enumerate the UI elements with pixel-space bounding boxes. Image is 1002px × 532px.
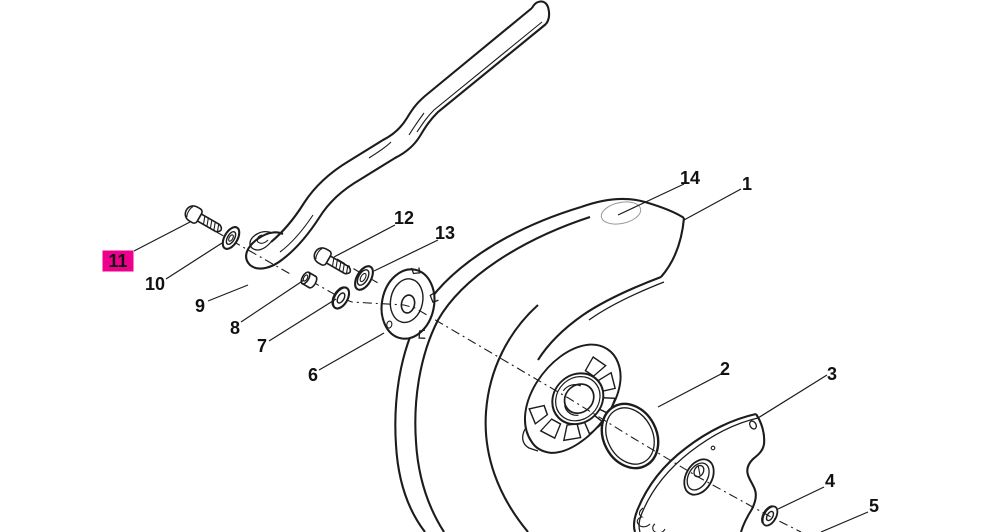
callout-8: 8 bbox=[230, 318, 240, 338]
callout-2: 2 bbox=[720, 359, 730, 379]
oring-inner bbox=[605, 407, 655, 465]
callout-4: 4 bbox=[825, 471, 835, 491]
part-cover-plate bbox=[632, 412, 766, 532]
part-washer-10 bbox=[221, 226, 241, 250]
part-bracket bbox=[245, 0, 551, 270]
callout-14: 14 bbox=[680, 168, 700, 188]
flange-rim-notches bbox=[410, 267, 439, 339]
part-flange-disc bbox=[380, 267, 439, 340]
leader-line-1 bbox=[683, 188, 742, 221]
leader-line-2 bbox=[657, 373, 722, 408]
hub-bearing-housing bbox=[551, 372, 605, 426]
bracket-loop-mid bbox=[249, 230, 273, 251]
screw-11-head-arc bbox=[186, 206, 194, 218]
cover-plate-pin-hole bbox=[710, 445, 716, 451]
hub-bore-detail-arc2 bbox=[564, 405, 579, 416]
leader-line-11 bbox=[133, 221, 191, 252]
leader-line-10 bbox=[165, 242, 223, 280]
cover-plate-left-edge-inner bbox=[638, 417, 759, 532]
cover-plate-mount-hole bbox=[749, 420, 757, 430]
cover-plate-right-edge bbox=[739, 413, 766, 532]
part-washer-7 bbox=[331, 286, 351, 310]
flange-raised-ring bbox=[389, 278, 424, 324]
part-screw-12 bbox=[313, 247, 352, 275]
guard-outer-rim-arc bbox=[394, 205, 582, 532]
callout-9: 9 bbox=[195, 296, 205, 316]
part-hub-bearing bbox=[524, 343, 622, 454]
bracket-loop-inner bbox=[256, 234, 269, 244]
bracket-jog-crease-1 bbox=[408, 112, 425, 136]
bracket-lower-edge bbox=[282, 23, 547, 260]
part-bushing-8 bbox=[300, 271, 318, 289]
part-guard bbox=[394, 198, 686, 532]
callout-13: 13 bbox=[435, 223, 455, 243]
part-screw-11 bbox=[184, 205, 223, 233]
callout-3: 3 bbox=[827, 364, 837, 384]
hub-bearing-housing-inner bbox=[555, 376, 601, 422]
leader-line-6 bbox=[318, 332, 385, 371]
leader-line-9 bbox=[207, 284, 249, 302]
leader-line-14 bbox=[617, 183, 685, 216]
callout-7: 7 bbox=[257, 336, 267, 356]
leader-lines bbox=[133, 183, 869, 532]
guard-horn-right-edge bbox=[660, 217, 686, 278]
leader-line-4 bbox=[777, 486, 825, 510]
screw-12-shank bbox=[325, 254, 352, 275]
leader-line-12 bbox=[333, 224, 396, 258]
guard-inner-opening-edge bbox=[484, 304, 539, 532]
callout-labels: 1 2 3 4 5 6 7 8 9 10 11 12 13 14 bbox=[102, 168, 879, 516]
callout-10: 10 bbox=[145, 274, 165, 294]
leader-line-3 bbox=[757, 374, 828, 419]
leader-line-7 bbox=[268, 298, 337, 342]
leader-line-5 bbox=[820, 511, 869, 532]
bracket-upper-edge bbox=[270, 7, 533, 243]
screw-12-threads bbox=[331, 257, 349, 275]
guard-back-edge bbox=[537, 276, 662, 361]
bracket-jog-crease-2 bbox=[368, 141, 392, 159]
screw-11-shank bbox=[196, 212, 223, 233]
callout-11: 11 bbox=[108, 251, 127, 271]
part-oring bbox=[600, 402, 660, 470]
bracket-inner-line bbox=[416, 21, 543, 133]
callout-12: 12 bbox=[394, 208, 414, 228]
callout-1: 1 bbox=[742, 174, 752, 194]
cover-plate-clip-1 bbox=[636, 507, 651, 528]
bracket-inner-line-lower bbox=[279, 214, 314, 253]
part-washer-13 bbox=[354, 265, 374, 291]
bracket-top-cap bbox=[531, 0, 551, 25]
guard-bottom-tab bbox=[522, 428, 539, 452]
hub-bearing-bore bbox=[563, 383, 595, 415]
cover-plate-left-edge bbox=[632, 412, 757, 532]
screw-12-head-arc bbox=[315, 248, 323, 260]
guard-back-edge-inner bbox=[588, 281, 665, 321]
guard-inner-rim-arc bbox=[414, 216, 591, 532]
assembly-axis-screw-11 bbox=[198, 221, 293, 276]
callout-5: 5 bbox=[869, 496, 879, 516]
screw-11-threads bbox=[202, 215, 220, 233]
part-washer-4 bbox=[761, 505, 779, 527]
flange-center-hole bbox=[400, 294, 416, 314]
hub-bore-detail-arc bbox=[562, 384, 582, 392]
callout-6: 6 bbox=[308, 365, 318, 385]
cover-plate-boss bbox=[683, 458, 715, 496]
guard-logo-oval bbox=[600, 201, 642, 225]
leader-line-8 bbox=[240, 279, 305, 323]
flange-small-hole bbox=[386, 320, 393, 329]
callout-11-highlight-box bbox=[102, 250, 134, 272]
leader-line-13 bbox=[373, 239, 439, 272]
